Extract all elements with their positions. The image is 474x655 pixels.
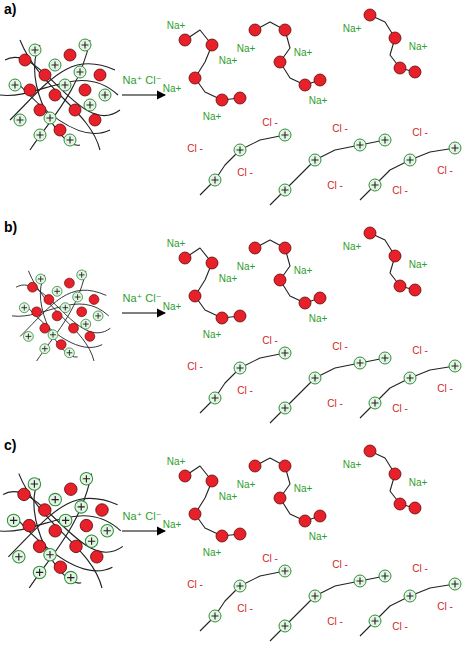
process-arrow — [122, 312, 165, 313]
counterion-label: Cl - — [327, 616, 343, 627]
process-arrow — [122, 94, 165, 95]
dissociated-chains — [179, 445, 461, 641]
counterion-label: Cl - — [237, 167, 253, 178]
counterion-label: Cl - — [187, 579, 203, 590]
panel-letter: b) — [4, 222, 17, 233]
counterion-label: Cl - — [332, 559, 348, 570]
counterion-label: Cl - — [392, 403, 408, 414]
counterion-label: Na+ — [203, 329, 222, 340]
counterion-label: Cl - — [412, 127, 428, 138]
counterion-label: Na+ — [237, 261, 256, 272]
counterion-label: Na+ — [237, 43, 256, 54]
counterion-label: Cl - — [237, 603, 253, 614]
counterion-label: Cl - — [437, 383, 453, 394]
counterion-label: Na+ — [294, 47, 313, 58]
polyelectrolyte-complex — [0, 39, 120, 150]
counterion-label: Na+ — [409, 259, 428, 270]
counterion-label: Na+ — [167, 20, 186, 31]
panel-b — [12, 227, 461, 423]
counterion-label: Na+ — [309, 531, 328, 542]
counterion-label: Na+ — [203, 547, 222, 558]
panel-letter: c) — [4, 440, 16, 451]
salt-label: Na⁺ Cl⁻ — [122, 511, 161, 522]
counterion-label: Cl - — [262, 117, 278, 128]
counterion-label: Cl - — [332, 341, 348, 352]
counterion-label: Na+ — [237, 479, 256, 490]
counterion-label: Na+ — [219, 55, 238, 66]
counterion-label: Na+ — [309, 95, 328, 106]
process-arrow — [122, 530, 165, 531]
counterion-label: Na+ — [167, 456, 186, 467]
counterion-label: Cl - — [412, 345, 428, 356]
counterion-label: Cl - — [332, 123, 348, 134]
counterion-label: Cl - — [187, 143, 203, 154]
dissociated-chains — [179, 227, 461, 423]
counterion-label: Cl - — [262, 553, 278, 564]
counterion-label: Cl - — [392, 185, 408, 196]
dissociated-chains — [179, 9, 461, 205]
counterion-label: Cl - — [437, 165, 453, 176]
counterion-label: Na+ — [163, 519, 182, 530]
counterion-label: Na+ — [409, 477, 428, 488]
counterion-label: Na+ — [343, 459, 362, 470]
counterion-label: Cl - — [327, 180, 343, 191]
counterion-label: Cl - — [327, 398, 343, 409]
counterion-label: Na+ — [343, 23, 362, 34]
counterion-label: Cl - — [437, 601, 453, 612]
counterion-label: Cl - — [187, 361, 203, 372]
counterion-label: Na+ — [343, 241, 362, 252]
counterion-label: Na+ — [163, 301, 182, 312]
counterion-label: Na+ — [163, 83, 182, 94]
panel-letter: a) — [4, 4, 16, 15]
salt-label: Na⁺ Cl⁻ — [122, 293, 161, 304]
counterion-label: Na+ — [409, 41, 428, 52]
panel-a — [0, 9, 461, 205]
counterion-label: Cl - — [392, 621, 408, 632]
counterion-label: Na+ — [309, 313, 328, 324]
counterion-label: Na+ — [203, 111, 222, 122]
counterion-label: Cl - — [262, 335, 278, 346]
counterion-label: Na+ — [219, 491, 238, 502]
polyelectrolyte-complex — [0, 473, 123, 588]
counterion-label: Cl - — [237, 385, 253, 396]
panel-c — [0, 445, 461, 641]
polyelectrolyte-complex — [12, 270, 110, 361]
counterion-label: Na+ — [219, 273, 238, 284]
counterion-label: Cl - — [412, 563, 428, 574]
counterion-label: Na+ — [294, 265, 313, 276]
counterion-label: Na+ — [294, 483, 313, 494]
salt-label: Na⁺ Cl⁻ — [122, 75, 161, 86]
counterion-label: Na+ — [167, 238, 186, 249]
